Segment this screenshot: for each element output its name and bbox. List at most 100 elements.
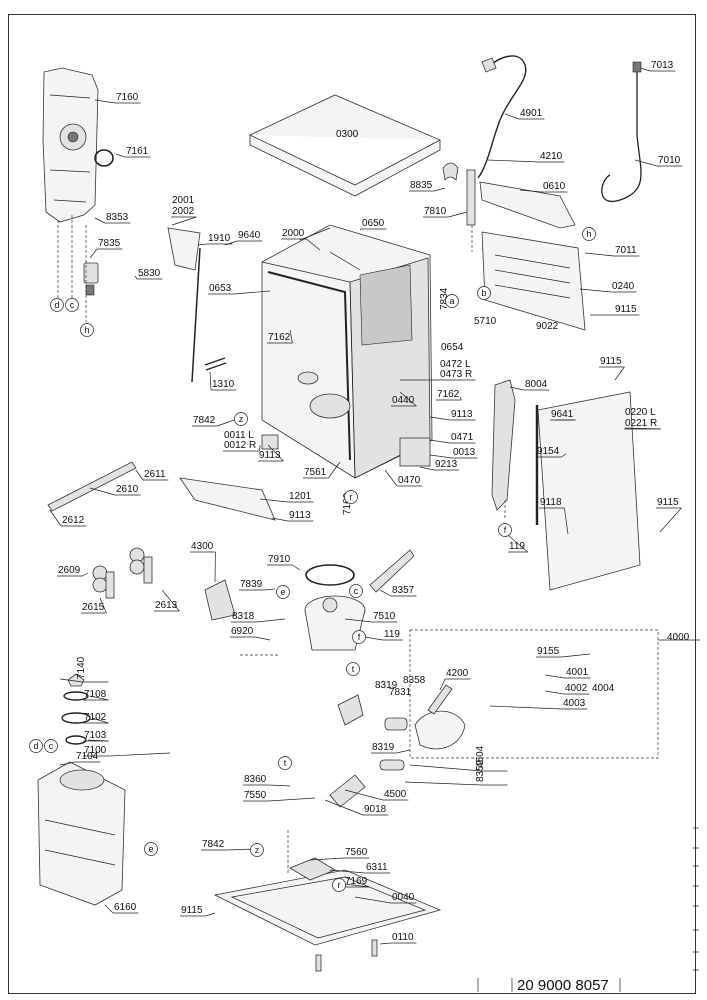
leader-line	[59, 678, 84, 683]
reference-marker-circle	[234, 412, 248, 426]
leader-line	[396, 749, 411, 754]
part-callout-label: 4002	[565, 683, 588, 694]
part-callout-label: 7835	[98, 238, 121, 249]
leader-line	[89, 695, 109, 701]
leader-line	[519, 189, 543, 193]
reference-marker-letter: d	[33, 741, 38, 751]
leader-line	[504, 113, 520, 120]
part-callout-label: 8835	[410, 180, 433, 191]
part-callout-label: 0610	[543, 181, 566, 192]
front-panel-0240	[481, 231, 586, 331]
part-callout-label: 8319	[372, 742, 395, 753]
part-callout-label: 6920	[231, 626, 254, 637]
leader-line	[309, 857, 345, 861]
leader-line	[508, 535, 529, 553]
leader-line	[404, 781, 483, 786]
part-callout-label: 0011 L	[224, 430, 254, 441]
plate-0470	[399, 437, 431, 467]
front-rail-0610	[479, 181, 576, 229]
part-callout-label: 9113	[451, 409, 473, 420]
reference-marker-circle	[332, 878, 346, 892]
part-callout-label: 7162	[268, 332, 291, 343]
door-panel-0220	[537, 391, 641, 591]
reference-marker-circle	[278, 756, 292, 770]
leader-line	[429, 439, 451, 444]
leader-line	[384, 469, 398, 487]
leader-line	[579, 288, 612, 293]
reference-marker-letter: r	[338, 880, 341, 890]
part-callout-label: 9113	[289, 510, 311, 521]
leader-line	[161, 589, 180, 612]
reference-marker-letter: c	[70, 300, 75, 310]
part-callout-label: 1310	[212, 379, 235, 390]
side-trim-2001	[167, 227, 201, 271]
part-callout-label: 0221 R	[625, 418, 657, 429]
part-callout-label: 7561	[304, 467, 327, 478]
valve-4300	[204, 579, 236, 621]
part-callout-label: 2610	[116, 484, 139, 495]
reference-marker-circle	[352, 630, 366, 644]
part-callout-label: 7010	[658, 155, 681, 166]
hose-connector-icon	[481, 57, 497, 73]
leader-line	[489, 705, 563, 710]
part-callout-label: 8357	[392, 585, 415, 596]
leader-line	[256, 618, 286, 623]
reference-marker-letter: t	[284, 758, 287, 768]
part-callout-label: 4210	[540, 151, 563, 162]
document-number-block: 20 9000 8057	[477, 977, 621, 994]
part-callout-label: 0650	[362, 218, 385, 229]
leader-line	[344, 883, 370, 888]
leader-line	[564, 507, 569, 535]
part-callout-label: 9022	[536, 321, 559, 332]
leader-line	[224, 240, 238, 246]
leader-line	[267, 444, 284, 462]
callout-layer: 7160716183537835583003004901421070137010…	[49, 60, 690, 945]
pipe-7831	[337, 694, 364, 726]
plinth-1201	[179, 477, 276, 521]
part-callout-label: 7510	[373, 611, 396, 622]
leader-line	[448, 211, 468, 218]
part-callout-label: 0471	[451, 432, 474, 443]
part-callout-label: 8353	[106, 212, 129, 223]
reference-marker-letter: z	[255, 845, 260, 855]
leader-line	[639, 67, 651, 72]
part-callout-label: 9115	[657, 497, 679, 508]
leader-line	[89, 248, 98, 259]
reference-marker-circle	[344, 490, 358, 504]
part-callout-label: 0110	[392, 932, 414, 943]
part-callout-label: 0473 R	[440, 369, 472, 380]
leader-line	[209, 371, 212, 391]
leader-line	[205, 912, 216, 917]
edge-ticks	[693, 827, 699, 971]
part-callout-label: 4200	[446, 668, 469, 679]
part-callout-label: 4003	[563, 698, 586, 709]
leader-line	[82, 572, 89, 577]
part-callout-label: 7910	[268, 554, 291, 565]
leader-line	[289, 329, 293, 344]
reference-marker-circle	[50, 298, 64, 312]
leader-line	[379, 942, 392, 945]
reference-marker-letter: e	[148, 844, 153, 854]
ring-7108	[63, 691, 89, 701]
leader-line	[94, 99, 116, 104]
part-callout-label: 7103	[84, 730, 107, 741]
leader-line	[268, 784, 291, 787]
leader-line	[354, 896, 392, 904]
part-callout-label: 2609	[58, 565, 81, 576]
leader-line	[306, 238, 321, 251]
leader-line	[634, 159, 658, 167]
part-callout-label: 2613	[155, 600, 178, 611]
part-callout-label: 8319	[375, 680, 398, 691]
leader-line	[94, 217, 106, 224]
part-callout-label: 7102	[84, 712, 107, 723]
reference-marker-letter: t	[352, 664, 355, 674]
leader-line	[419, 466, 435, 471]
part-callout-label: 7011	[615, 245, 637, 256]
float-7560	[289, 857, 336, 881]
reference-marker-letter: h	[84, 325, 89, 335]
part-callout-label: 7842	[202, 839, 225, 850]
part-callout-label: 7842	[193, 415, 216, 426]
part-callout-label: 1910	[208, 233, 231, 244]
part-callout-label: 9640	[238, 230, 261, 241]
